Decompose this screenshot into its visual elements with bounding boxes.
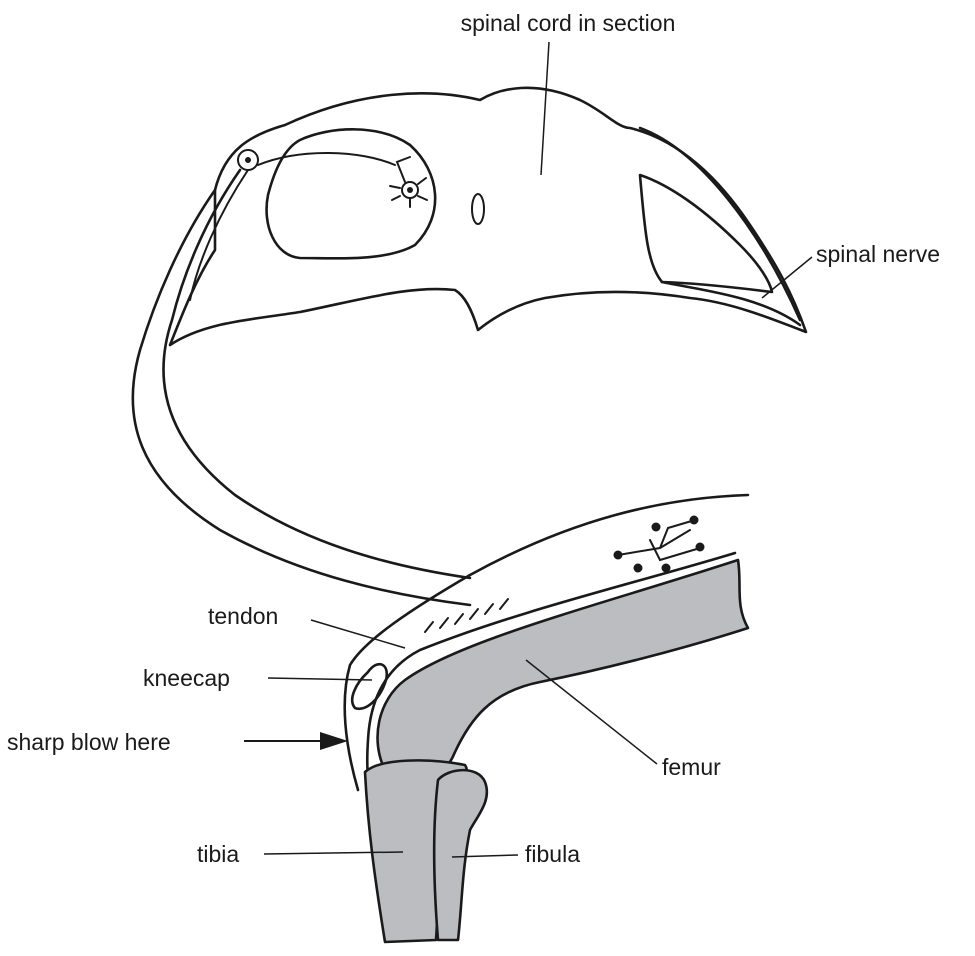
sensory-neuron-nucleus	[245, 157, 251, 163]
label-spinal-cord: spinal cord in section	[461, 10, 676, 36]
label-tendon: tendon	[208, 603, 278, 629]
bones	[365, 560, 748, 942]
blow-arrow	[244, 732, 348, 750]
fibula-bone	[434, 770, 487, 940]
muscle-spindle-receptors	[614, 516, 705, 573]
leader-kneecap	[268, 678, 372, 680]
spinal-cord-section	[170, 88, 806, 345]
motor-neuron-nucleus	[407, 187, 413, 193]
label-tibia: tibia	[197, 841, 239, 867]
label-fibula: fibula	[525, 841, 580, 867]
label-spinal-nerve: spinal nerve	[816, 241, 940, 267]
label-femur: femur	[662, 754, 721, 780]
femur-bone	[378, 560, 748, 785]
arrow-head	[320, 732, 348, 750]
label-kneecap: kneecap	[143, 665, 230, 691]
leader-femur	[526, 660, 657, 764]
label-sharp-blow: sharp blow here	[7, 729, 171, 755]
